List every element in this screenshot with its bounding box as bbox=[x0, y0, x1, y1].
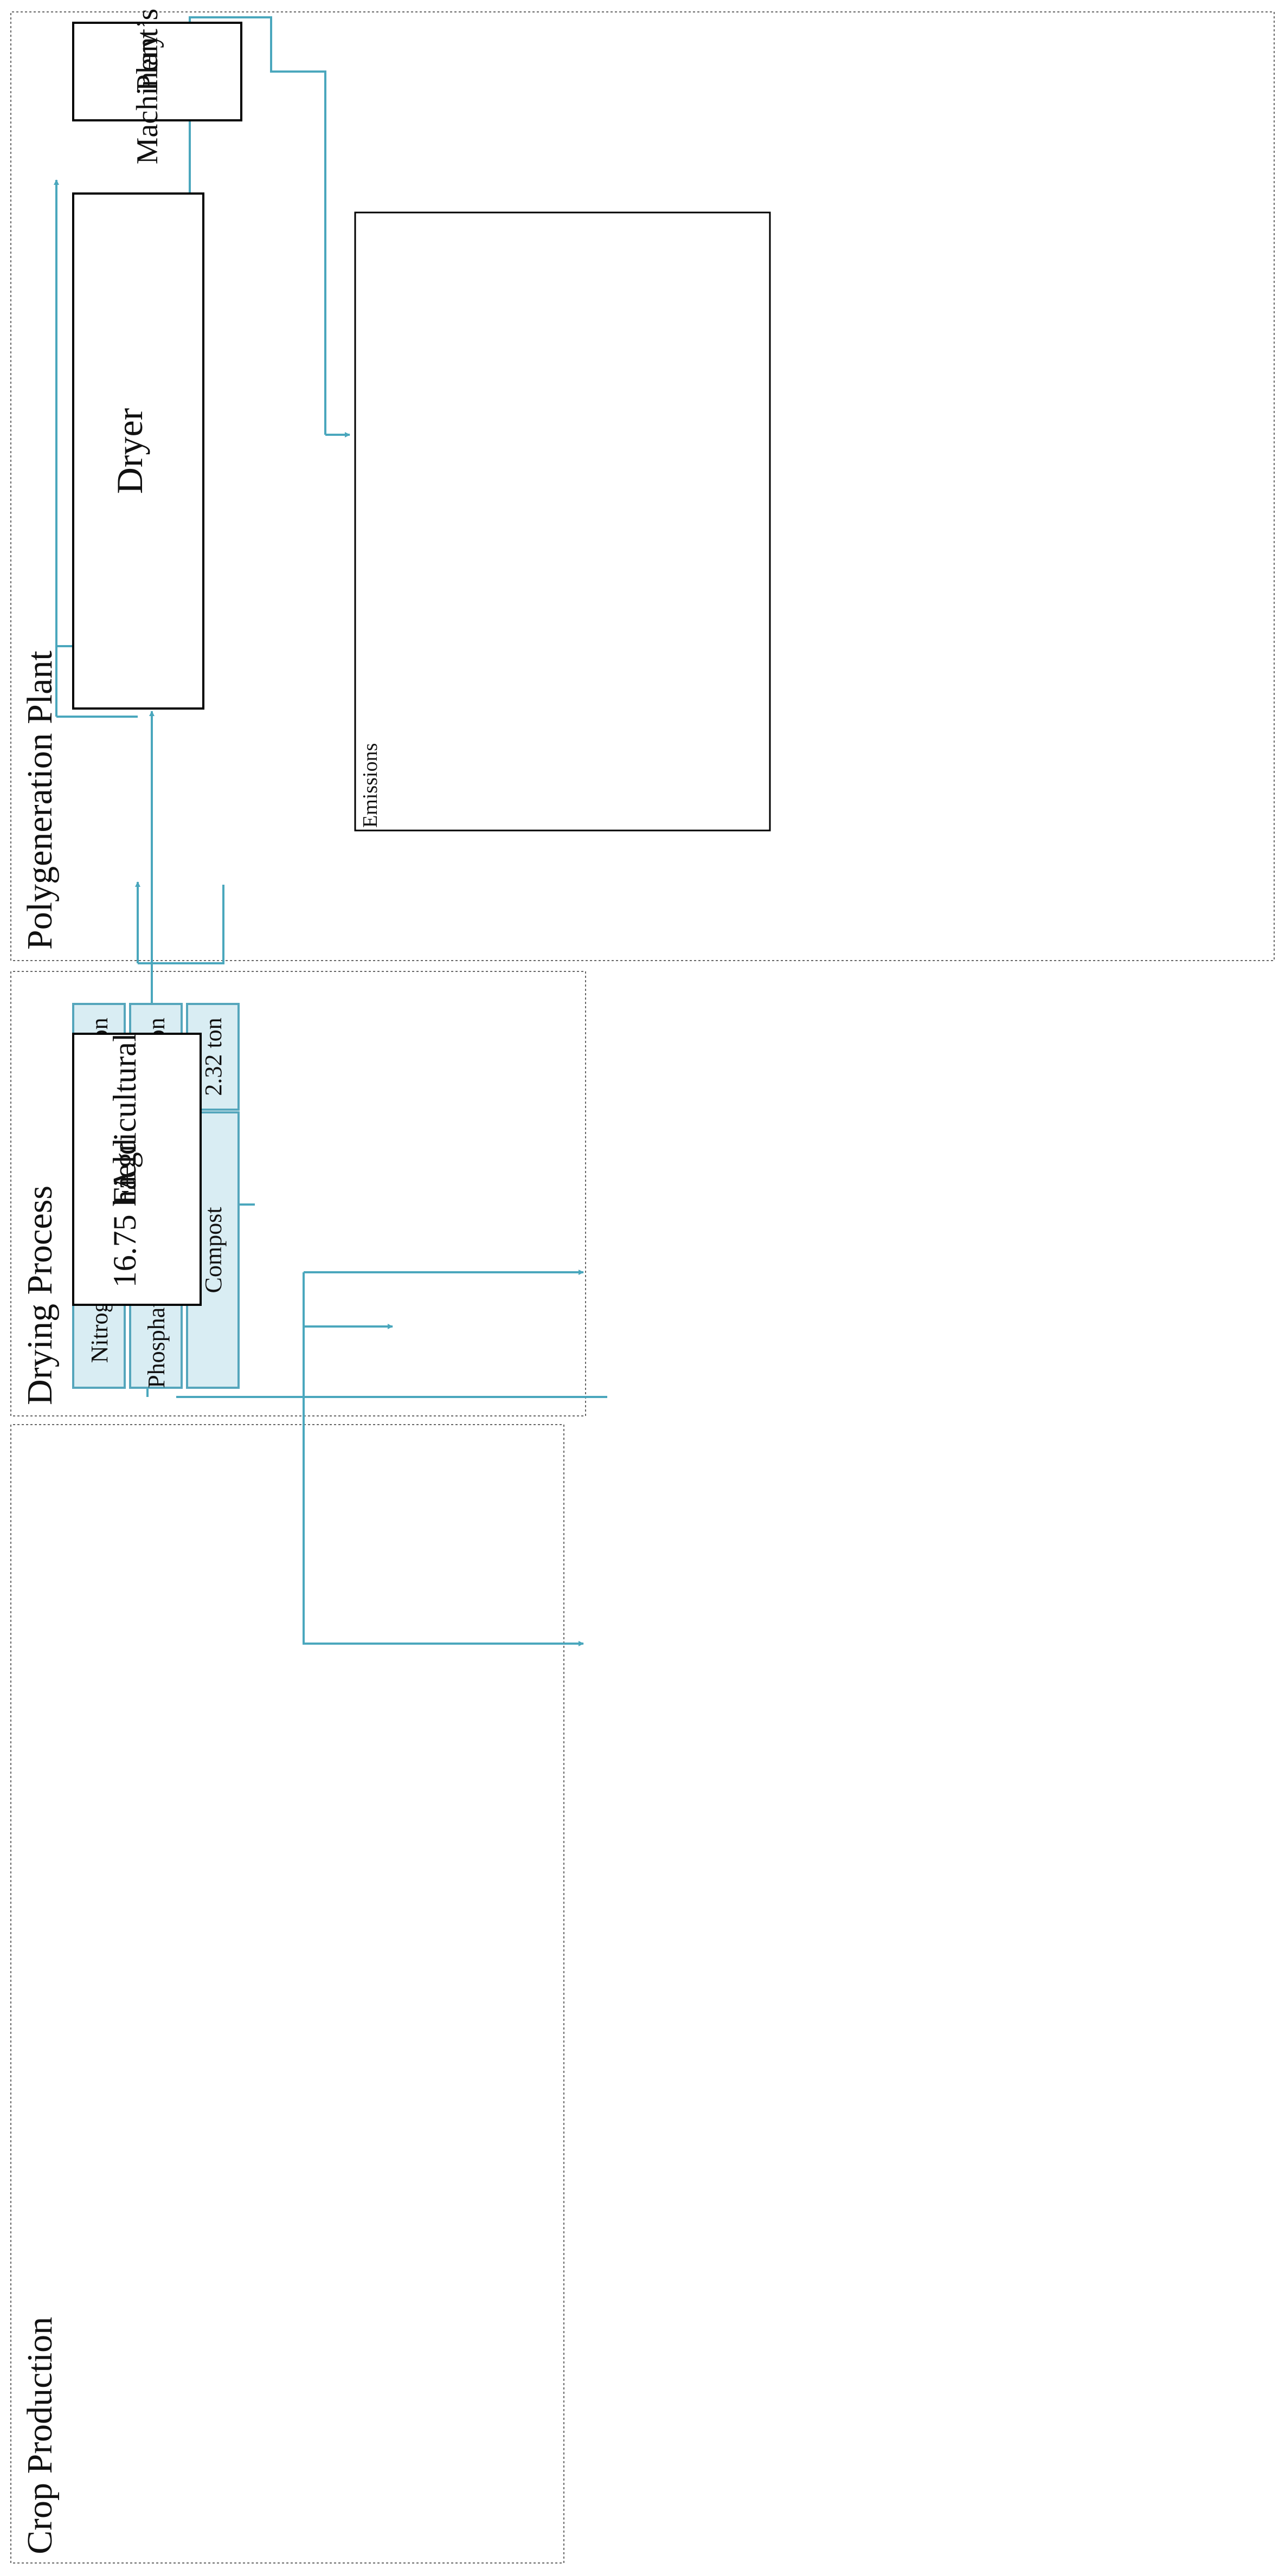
polygeneration-plant-frame bbox=[10, 11, 1275, 961]
machinery-line-2: Machinery bbox=[131, 33, 164, 165]
emissions-box bbox=[354, 211, 771, 832]
dryer-to-fraction-line bbox=[138, 885, 224, 964]
crop-production-title: Crop Production bbox=[20, 2317, 60, 2554]
input-3-label: Compost bbox=[200, 1207, 227, 1293]
crop-production-frame bbox=[10, 1424, 564, 2564]
dryer-label: Dryer bbox=[109, 408, 150, 494]
field-line-3: 16.75 ha bbox=[107, 1176, 143, 1288]
drying-process-title: Drying Process bbox=[20, 1186, 60, 1405]
polygeneration-plant-title: Polygeneration Plant bbox=[20, 651, 60, 950]
input-3-value: 2.32 ton bbox=[200, 1017, 227, 1096]
field-line-1: Agricultural bbox=[107, 1033, 143, 1192]
dryer-box bbox=[72, 192, 204, 710]
emissions-title: Emissions bbox=[359, 743, 382, 828]
agricultural-field-box bbox=[72, 1033, 202, 1306]
connectors bbox=[54, 16, 607, 1646]
machinery-output-line bbox=[189, 16, 326, 435]
diagram-content: Crop Production Drying Process Polygener… bbox=[10, 9, 1275, 2564]
field-to-epigean-line bbox=[303, 1326, 336, 1645]
field-line-2: Field bbox=[107, 1138, 143, 1205]
plants-machinery-box bbox=[72, 22, 242, 121]
machinery-line-1: Plant’s bbox=[131, 9, 164, 91]
drying-process-frame bbox=[10, 971, 586, 1416]
